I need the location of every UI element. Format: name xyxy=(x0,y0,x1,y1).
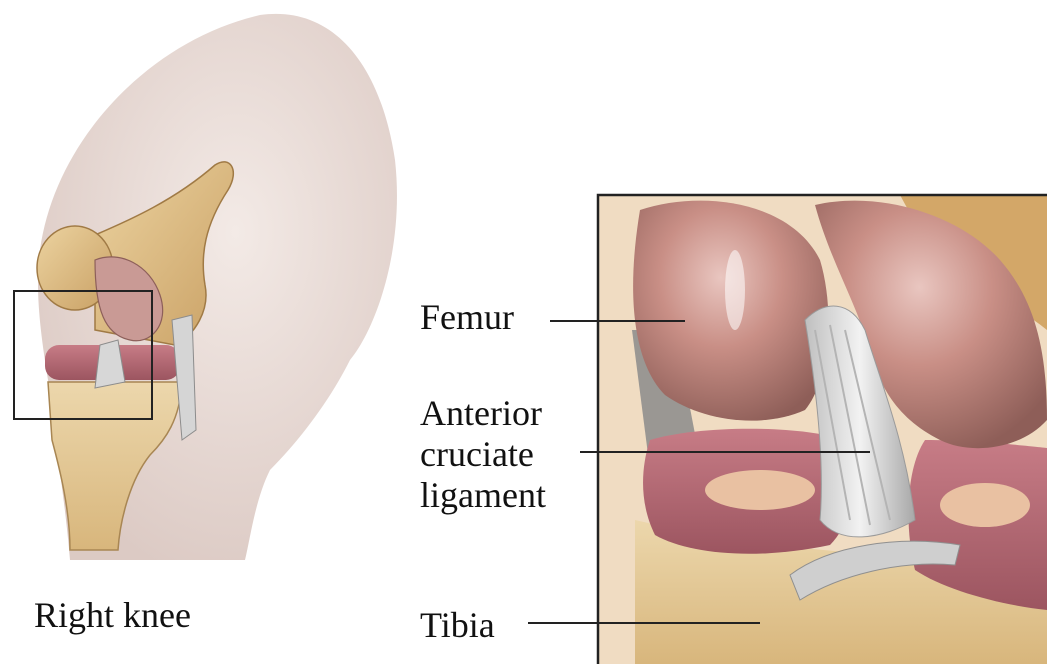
acl-label-line-2: cruciate xyxy=(420,435,534,473)
acl-label-line-3: ligament xyxy=(420,476,546,514)
acl-label-line-1: Anterior xyxy=(420,394,542,432)
tibia-label: Tibia xyxy=(420,606,495,644)
overview-knee xyxy=(14,14,397,560)
condyle-highlight xyxy=(725,250,745,330)
right-knee-label: Right knee xyxy=(34,596,191,634)
lateral-meniscus-hole xyxy=(940,483,1030,527)
femur-label: Femur xyxy=(420,298,514,336)
zoomed-view xyxy=(598,195,1047,664)
medial-meniscus-hole xyxy=(705,470,815,510)
